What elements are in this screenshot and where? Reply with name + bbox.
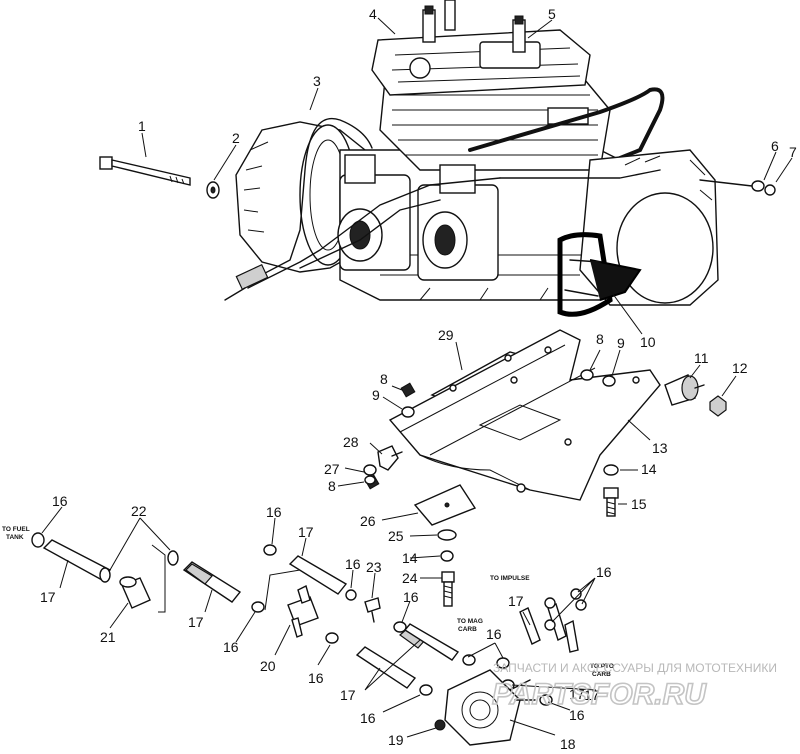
callout-25: 25 bbox=[388, 528, 404, 544]
callout-16a: 16 bbox=[52, 493, 68, 509]
callout-16f: 16 bbox=[308, 670, 324, 686]
callout-4: 4 bbox=[369, 6, 377, 22]
callout-17e: 17 bbox=[340, 687, 356, 703]
callout-16b: 16 bbox=[266, 504, 282, 520]
note-impulse: TO IMPULSE bbox=[490, 575, 530, 582]
carburetor-pto bbox=[337, 154, 411, 271]
callout-5: 5 bbox=[548, 6, 556, 22]
callout-26: 26 bbox=[360, 513, 376, 529]
callout-16d: 16 bbox=[403, 589, 419, 605]
callout-17g: 17 bbox=[569, 686, 585, 702]
callout-16j: 16 bbox=[569, 707, 585, 723]
engine-assembly bbox=[224, 0, 719, 317]
note-pto-carb-1: TO PTO bbox=[590, 663, 614, 670]
note-mag-carb-1: TO MAG bbox=[457, 618, 483, 625]
routing-notes: TO FUEL TANK TO IMPULSE TO MAG CARB TO P… bbox=[2, 526, 614, 678]
note-fuel-tank-1: TO FUEL bbox=[2, 526, 30, 533]
callout-12: 12 bbox=[732, 360, 748, 376]
callout-17f: 17 bbox=[584, 687, 600, 703]
engine-mount-bolt bbox=[99, 156, 191, 186]
callout-17c: 17 bbox=[188, 614, 204, 630]
nut-14-and-bolt-15 bbox=[603, 464, 619, 517]
callout-6: 6 bbox=[771, 138, 779, 154]
callout-10: 10 bbox=[640, 334, 656, 350]
callout-18: 18 bbox=[560, 736, 576, 752]
callout-8c: 8 bbox=[328, 478, 336, 494]
callout-21: 21 bbox=[100, 629, 116, 645]
ground-bolt-28 bbox=[377, 445, 403, 471]
callout-22: 22 bbox=[131, 503, 147, 519]
callout-2: 2 bbox=[232, 130, 240, 146]
callout-28: 28 bbox=[343, 434, 359, 450]
callout-numbers: 1 2 3 4 5 6 7 8 9 10 11 12 29 8 9 13 28 … bbox=[40, 6, 797, 752]
washer-2 bbox=[206, 181, 220, 199]
callout-1: 1 bbox=[138, 118, 146, 134]
callout-29: 29 bbox=[438, 327, 454, 343]
callout-14a: 14 bbox=[641, 461, 657, 477]
callout-16e: 16 bbox=[223, 639, 239, 655]
callout-11: 11 bbox=[694, 350, 709, 366]
callout-16g: 16 bbox=[596, 564, 612, 580]
note-mag-carb-2: CARB bbox=[458, 626, 477, 633]
callout-24: 24 bbox=[402, 570, 418, 586]
callout-8a: 8 bbox=[596, 331, 604, 347]
carburetor-mag bbox=[417, 164, 499, 281]
callout-8b: 8 bbox=[380, 371, 388, 387]
pad-26-washer-25-bolt-24 bbox=[413, 484, 477, 607]
engine-mount-plate bbox=[388, 329, 661, 501]
callout-16i: 16 bbox=[360, 710, 376, 726]
callout-20: 20 bbox=[260, 658, 276, 674]
mount-bolts-8-9 bbox=[364, 369, 616, 490]
callout-7: 7 bbox=[789, 144, 797, 160]
watermark-caption: ЗАПЧАСТИ И АКСЕССУАРЫ ДЛЯ МОТОТЕХНИКИ bbox=[493, 661, 777, 675]
fuel-lines bbox=[31, 532, 587, 746]
nut-and-washer-6-7 bbox=[699, 179, 776, 196]
callout-9a: 9 bbox=[617, 335, 625, 351]
callout-13: 13 bbox=[652, 440, 668, 456]
callout-16h: 16 bbox=[486, 626, 502, 642]
callout-17b: 17 bbox=[40, 589, 56, 605]
callout-16c: 16 bbox=[345, 556, 361, 572]
callout-23: 23 bbox=[366, 559, 382, 575]
callout-15: 15 bbox=[631, 496, 647, 512]
washer-27 bbox=[363, 464, 377, 476]
leader-lines bbox=[41, 17, 793, 738]
callout-17d: 17 bbox=[508, 593, 524, 609]
watermark: ЗАПЧАСТИ И АКСЕССУАРЫ ДЛЯ МОТОТЕХНИКИ PA… bbox=[491, 661, 777, 712]
note-pto-carb-2: CARB bbox=[592, 671, 611, 678]
callout-19: 19 bbox=[388, 732, 404, 748]
callout-27: 27 bbox=[324, 461, 340, 477]
callout-9b: 9 bbox=[372, 387, 380, 403]
watermark-brand: PARTSFOR.RU bbox=[492, 678, 707, 711]
rubber-mount-11-12 bbox=[664, 374, 727, 417]
callout-17a: 17 bbox=[298, 524, 314, 540]
note-fuel-tank-2: TANK bbox=[6, 534, 24, 541]
callout-14b: 14 bbox=[402, 550, 418, 566]
callout-3: 3 bbox=[313, 73, 321, 89]
